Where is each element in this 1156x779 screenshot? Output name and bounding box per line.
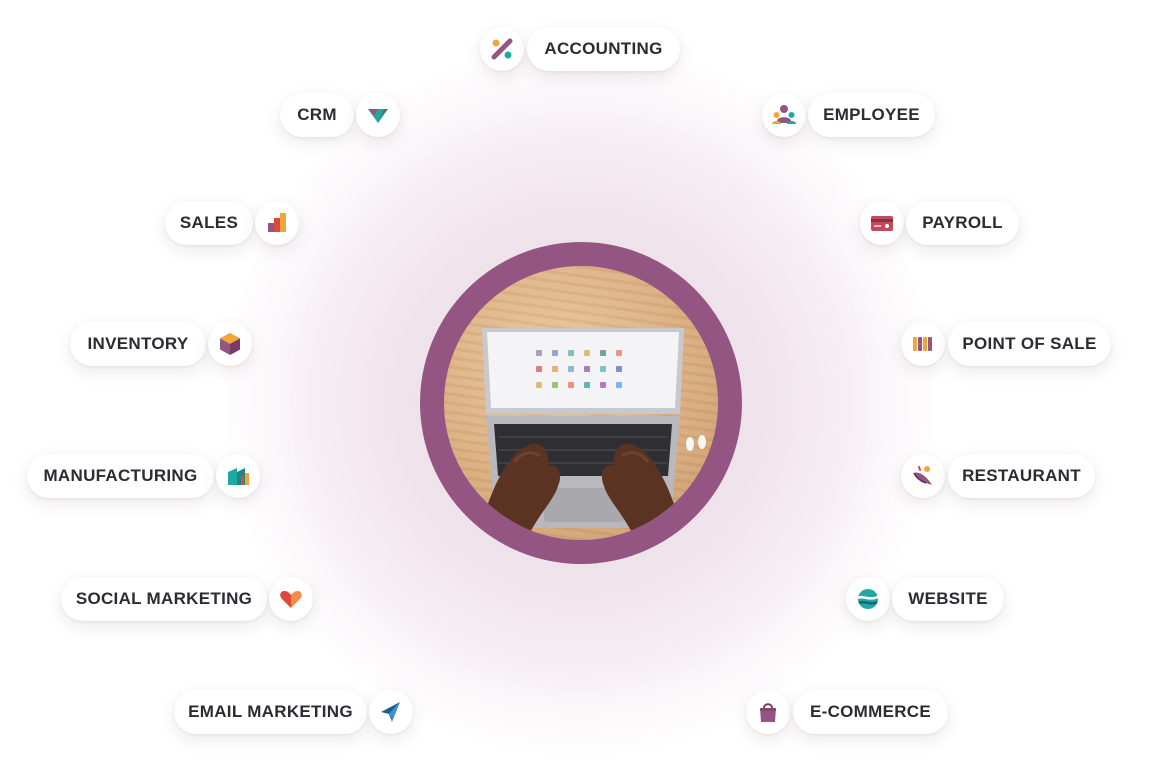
percent-icon [491,38,513,60]
payroll-label[interactable]: PAYROLL [906,201,1019,245]
crm-chevron-icon [368,109,388,123]
point-of-sale-badge[interactable] [901,322,945,366]
social-marketing-badge[interactable] [269,577,313,621]
social-marketing-label[interactable]: SOCIAL MARKETING [61,577,267,621]
restaurant-label[interactable]: RESTAURANT [948,454,1095,498]
box-icon [220,333,240,355]
ecommerce-badge[interactable] [746,690,790,734]
sales-label[interactable]: SALES [165,201,253,245]
point-of-sale-label[interactable]: POINT OF SALE [948,322,1111,366]
manufacturing-label[interactable]: MANUFACTURING [27,454,214,498]
restaurant-badge[interactable] [901,454,945,498]
factory-icon [228,468,249,485]
chef-hat-icon [913,466,932,485]
sales-badge[interactable] [255,201,299,245]
crm-badge[interactable] [356,93,400,137]
people-icon [772,105,796,124]
storefront-icon [913,337,932,351]
laptop-illustration [474,328,706,540]
laptop-photo [444,266,718,540]
shopping-bag-icon [760,703,776,722]
heart-icon [280,591,302,608]
ecommerce-label[interactable]: E-COMMERCE [793,690,948,734]
payroll-badge[interactable] [860,201,904,245]
employee-badge[interactable] [762,93,806,137]
inventory-label[interactable]: INVENTORY [70,322,206,366]
payroll-card-icon [871,216,893,231]
website-label[interactable]: WEBSITE [892,577,1004,621]
inventory-badge[interactable] [208,322,252,366]
crm-label[interactable]: CRM [280,93,354,137]
paper-plane-icon [381,702,400,722]
accounting-label[interactable]: ACCOUNTING [527,27,680,71]
email-marketing-badge[interactable] [369,690,413,734]
globe-waves-icon [857,589,879,609]
employee-label[interactable]: EMPLOYEE [808,93,935,137]
email-marketing-label[interactable]: EMAIL MARKETING [174,690,367,734]
manufacturing-badge[interactable] [216,454,260,498]
bar-chart-icon [268,213,286,232]
website-badge[interactable] [846,577,890,621]
accounting-badge[interactable] [480,27,524,71]
